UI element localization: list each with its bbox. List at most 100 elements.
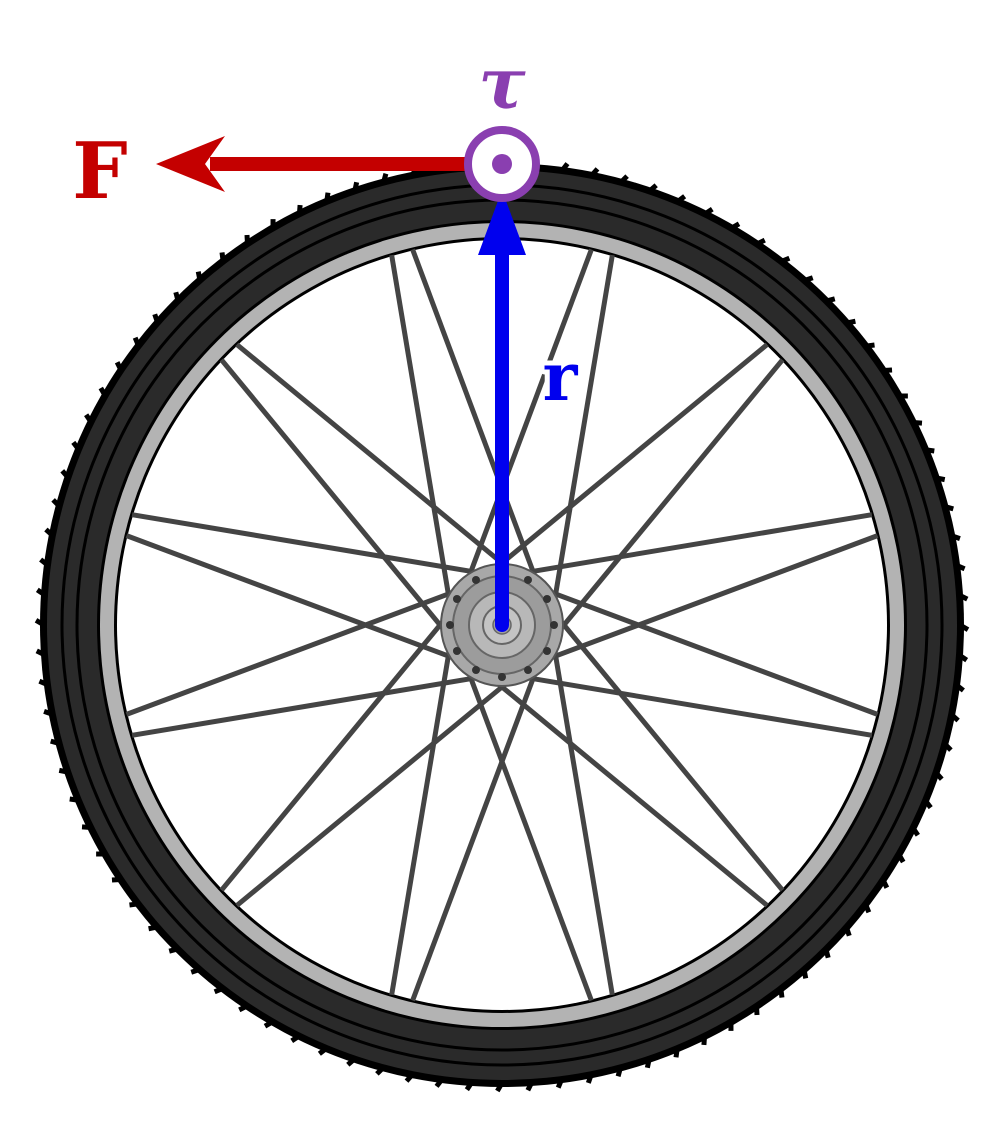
tread-notch [882,367,893,374]
tread-notch [615,1066,623,1077]
tread-notch [263,1019,275,1029]
tread-notch [955,562,966,572]
tread-notch [38,678,49,688]
tread-notch [375,1065,386,1076]
tread-notch [324,192,331,203]
tread-notch [244,234,251,245]
hub-hole [543,647,552,655]
tread-notch [949,712,960,723]
tread-notch [34,618,46,628]
tread-notch [950,533,961,542]
tread-notch [434,1077,445,1088]
tread-notch [673,1047,680,1058]
spoke [481,342,769,581]
tread-notch [168,946,179,954]
tread-notch [346,1056,357,1067]
tread-notch [585,1073,594,1084]
tread-notch [43,708,54,717]
force-vector [156,136,502,192]
tread-notch [943,504,954,512]
tread-notch [942,741,953,752]
tread-notch [81,824,92,831]
spoke [549,631,615,996]
tread-notch [958,622,970,632]
spoke [125,582,473,717]
tread-notch [703,207,714,217]
tread-notch [803,275,814,284]
tread-notch [701,1035,708,1046]
tread-notch [129,901,139,908]
tread-notch [290,1033,301,1043]
tire-tread [34,157,970,1093]
tread-notch [779,255,791,264]
tread-notch [559,162,570,173]
tread-notch [896,852,906,864]
hub-hole [524,666,532,675]
spoke [459,654,594,1002]
tread-notch [84,413,94,424]
tread-notch [753,1005,760,1016]
tread-notch [148,924,159,932]
tread-notch [190,966,201,975]
spoke [546,358,785,646]
hub-hole [498,673,506,681]
force-arrowhead [156,136,225,192]
spoke [389,631,455,996]
hub-hole [446,621,454,629]
tread-notch [865,342,875,349]
spoke [235,669,523,908]
tread-notch [675,194,687,204]
tread-notch [954,682,965,693]
tread-notch [35,587,47,598]
tread-notch [98,386,108,398]
tread-notch [801,968,809,979]
tread-notch [910,826,920,837]
tread-notch [555,1078,565,1089]
tread-notch [132,336,141,348]
torque-out-of-page-icon [464,126,540,202]
hub-hole [472,575,480,584]
tread-notch [912,419,923,426]
tread-notch [618,174,629,185]
tread-notch [238,1003,249,1013]
spoke [508,672,873,738]
tread-notch [381,173,389,184]
tread-notch [644,1058,652,1069]
tread-notch [933,770,944,781]
tread-notch [957,592,969,602]
torque-label: τ [478,42,526,125]
spoke [410,248,545,596]
spoke [546,604,785,892]
tread-notch [845,318,856,326]
tread-notch [114,361,124,372]
tread-notch [296,204,303,215]
radius-arrowhead [478,190,526,255]
tread-notch [589,167,600,178]
tread-notch [51,498,62,509]
tread-notch [50,738,61,746]
tread-notch [404,1072,415,1083]
tread-notch [525,1080,535,1092]
tread-notch [152,313,161,324]
tread-notch [69,796,80,803]
wheel-spokes [125,248,879,1002]
hub-hole [550,621,558,629]
tread-notch [60,469,71,480]
spoke [549,254,615,619]
spoke [219,358,458,646]
tread-notch [464,1080,475,1092]
hub-hole [472,666,480,675]
tread-notch [647,183,658,194]
tread-notch [44,527,55,538]
hub-hole [452,595,461,603]
hub-hole [452,647,461,655]
tread-notch [755,237,766,247]
hub-hole [543,595,552,603]
spoke [531,582,879,717]
tread-notch [778,988,785,998]
tread-notch [923,798,933,810]
tread-notch [495,1081,505,1093]
tread-notch [843,926,852,937]
tread-notch [957,652,969,663]
